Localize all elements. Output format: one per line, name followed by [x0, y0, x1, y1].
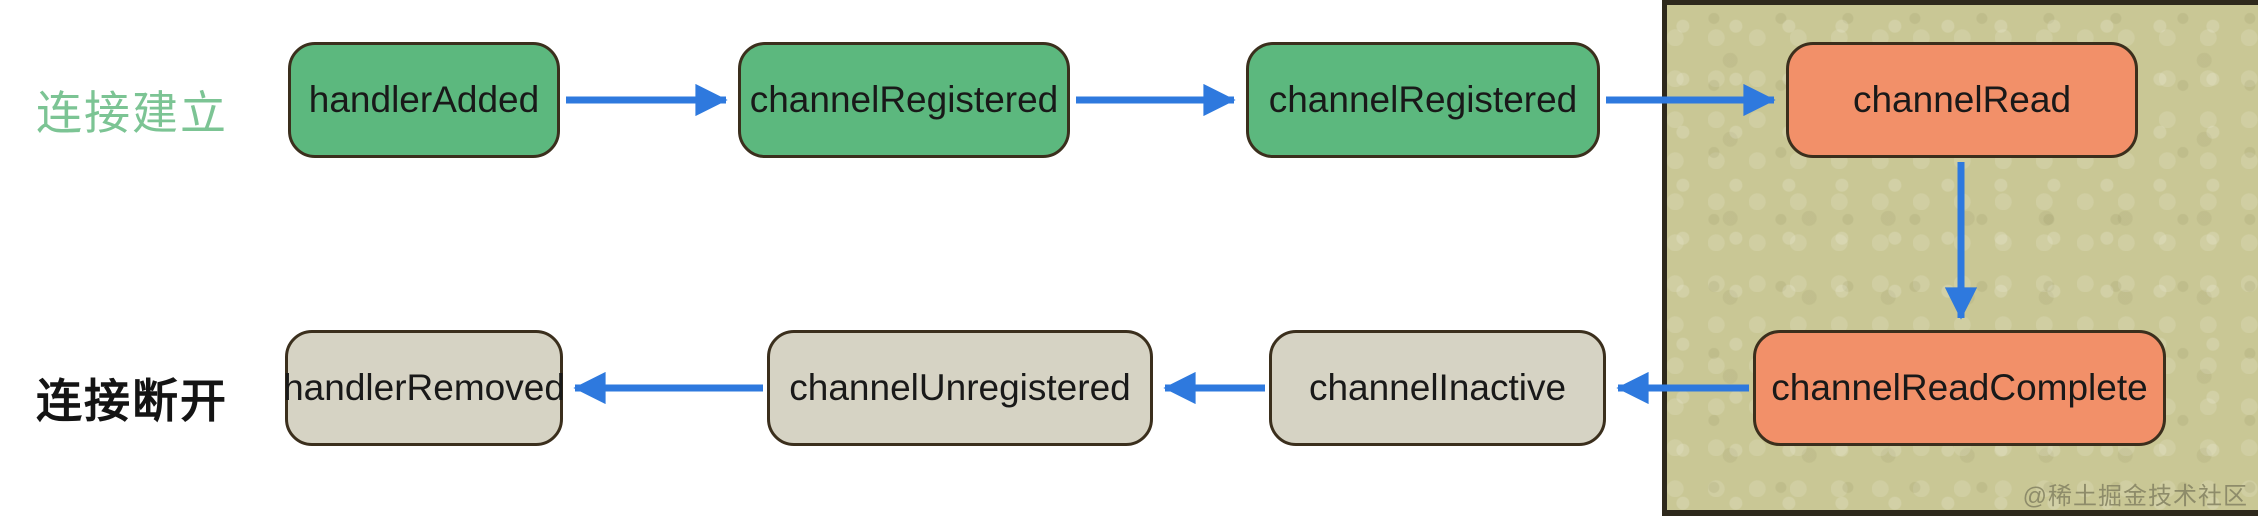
watermark-text: @稀土掘金技术社区	[2022, 483, 2248, 510]
node-channel-read: channelRead	[1786, 42, 2138, 158]
node-channel-registered-2: channelRegistered	[1246, 42, 1600, 158]
node-handler-added: handlerAdded	[288, 42, 560, 158]
row-label-disconnect: 连接断开	[36, 375, 228, 427]
node-channel-registered-1: channelRegistered	[738, 42, 1070, 158]
node-channel-read-complete: channelReadComplete	[1753, 330, 2166, 446]
node-handler-removed: handlerRemoved	[283, 330, 565, 446]
node-channel-unregistered: channelUnregistered	[767, 330, 1153, 446]
row-label-connect: 连接建立	[36, 87, 228, 139]
node-channel-inactive: channelInactive	[1269, 330, 1606, 446]
